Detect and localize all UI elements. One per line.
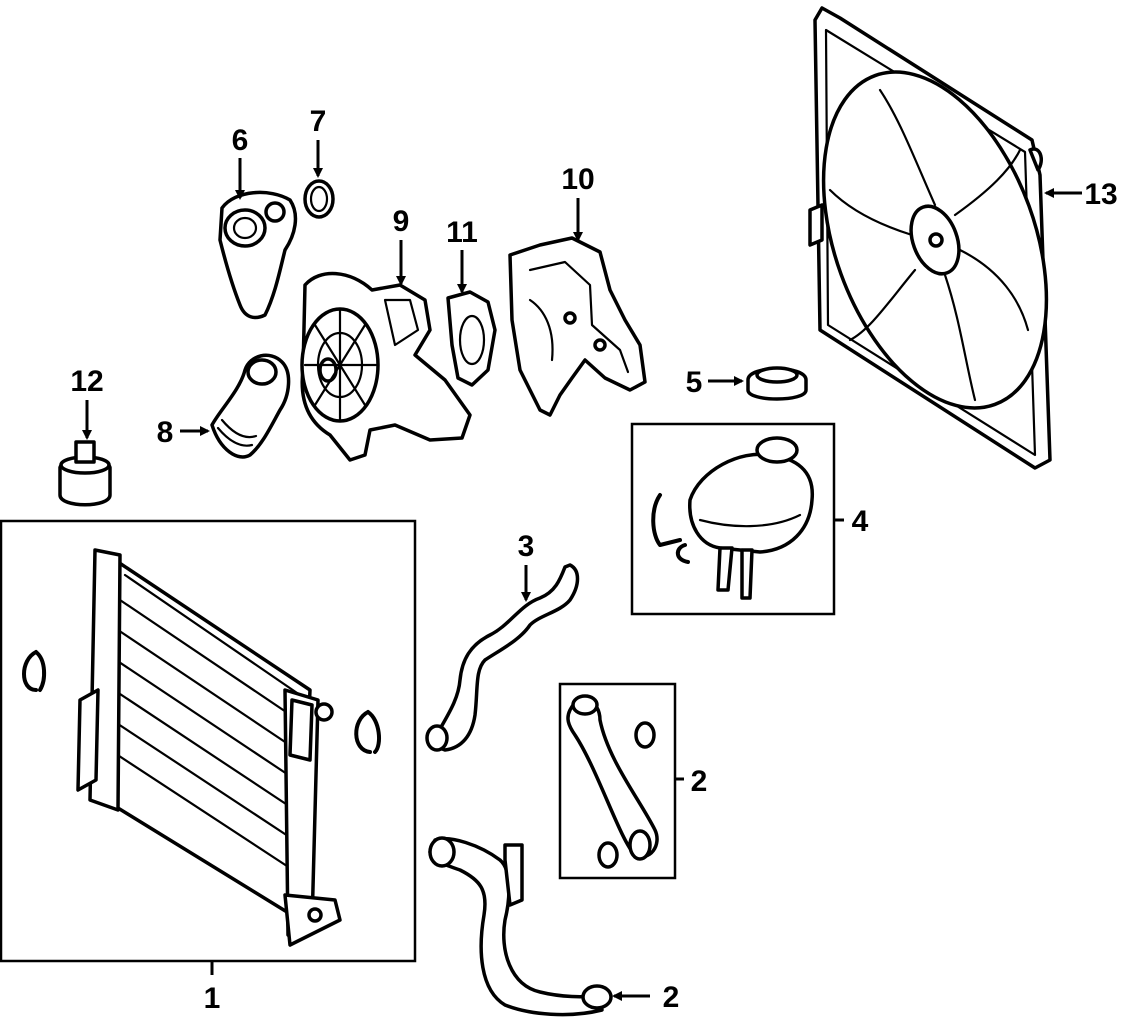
callout-6: 6: [232, 124, 249, 157]
fan-assembly-group: 13: [808, 6, 1118, 470]
pump-housing: [508, 236, 647, 417]
callout-3: 3: [518, 530, 535, 563]
upper-hose-end: [425, 724, 449, 752]
callout-5: 5: [686, 366, 703, 399]
hose-kit-group: 2: [558, 682, 708, 880]
fan-assembly: [808, 6, 1052, 470]
water-pump: [300, 271, 472, 462]
callout-8: 8: [157, 416, 174, 449]
o-ring: [303, 179, 335, 219]
upper-hose-group: 3: [425, 530, 580, 752]
upper-hose: [430, 563, 580, 752]
callout-13: 13: [1084, 178, 1117, 211]
o-ring-group: 7: [303, 105, 335, 219]
pump-gasket: [446, 290, 497, 387]
inlet-pipe: [210, 353, 291, 459]
thermostat-housing: [218, 190, 298, 320]
callout-7: 7: [310, 105, 327, 138]
callout-12: 12: [70, 365, 103, 398]
sensor-mount-group: 12: [58, 365, 112, 507]
radiator-clip-right: [354, 710, 382, 754]
reservoir-group: 4: [630, 422, 869, 616]
lower-hose-group: 2: [428, 836, 680, 1017]
thermostat-housing-group: 6: [218, 124, 298, 320]
hose-kit-box: [558, 682, 677, 880]
callout-9: 9: [393, 205, 410, 238]
lower-hose: [428, 836, 613, 1017]
radiator-box: [0, 519, 417, 963]
reservoir-cap-group: 5: [686, 366, 808, 401]
callout-2-upper: 2: [691, 765, 708, 798]
water-pump-group: 9: [300, 205, 472, 462]
pump-gasket-group: 11: [446, 216, 497, 387]
pump-housing-group: 10: [508, 163, 647, 417]
hose-kit: [566, 694, 659, 869]
callout-4: 4: [852, 505, 869, 538]
inlet-pipe-group: 8: [157, 353, 291, 459]
radiator: [76, 548, 342, 947]
callout-1: 1: [204, 982, 221, 1015]
callout-10: 10: [561, 163, 594, 196]
coolant-reservoir: [651, 436, 814, 600]
reservoir-cap: [746, 366, 808, 401]
callout-11: 11: [446, 216, 478, 249]
radiator-group: 1: [0, 519, 417, 1015]
callout-2-lower: 2: [663, 981, 680, 1014]
radiator-clip-left: [22, 650, 47, 692]
sensor-mount: [58, 440, 112, 507]
